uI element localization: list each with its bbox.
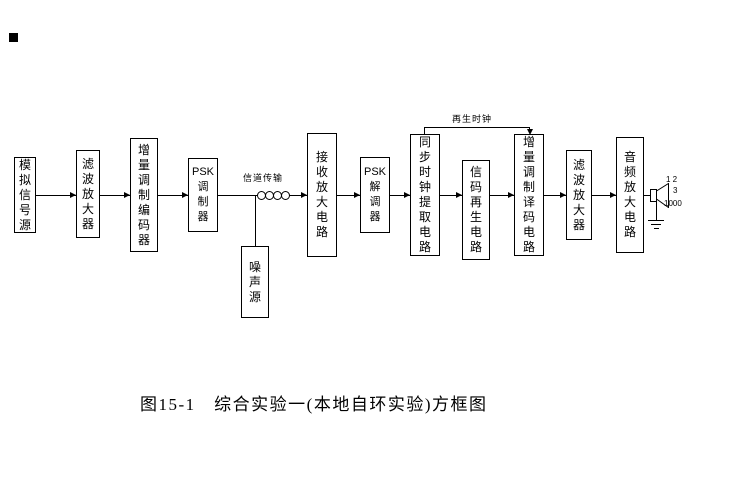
connector-decoder-to-filter2 — [544, 195, 566, 196]
arrowhead — [610, 192, 616, 198]
arrowhead — [508, 192, 514, 198]
ground-bar-3 — [654, 228, 659, 229]
arrowhead — [301, 192, 307, 198]
channel-label: 信道传输 — [243, 173, 284, 183]
connector-filter1-to-encoder — [100, 195, 130, 196]
arrowhead — [560, 192, 566, 198]
connector-pskdemod-to-clock — [390, 195, 410, 196]
figure-caption: 图15-1 综合实验一(本地自环实验)方框图 — [140, 395, 488, 414]
arrowhead-down — [527, 129, 533, 135]
speaker-pin-mid-label: 3 — [673, 186, 678, 195]
connector-rxamp-to-pskdemod — [337, 195, 360, 196]
regen-clock-line — [424, 127, 530, 128]
block-filter-amplifier-2: 滤 波 放 大 器 — [566, 150, 592, 240]
block-psk-demodulator: PSK 解 调 器 — [360, 157, 390, 233]
block-noise-source: 噪 声 源 — [241, 246, 269, 318]
connector-filter2-to-audioamp — [592, 195, 616, 196]
arrowhead — [70, 192, 76, 198]
speaker-value-label: 1000 — [664, 199, 682, 208]
block-code-regeneration: 信 码 再 生 电 路 — [462, 160, 490, 260]
channel-coil-loop — [281, 191, 290, 200]
block-delta-mod-decoder: 增 量 调 制 译 码 电 路 — [514, 134, 544, 256]
regen-clock-riser — [424, 127, 425, 135]
ink-mark-square — [9, 33, 18, 42]
connector-audioamp-to-speaker — [644, 195, 652, 196]
block-audio-amplifier: 音 频 放 大 电 路 — [616, 137, 644, 253]
arrowhead — [354, 192, 360, 198]
arrowhead — [456, 192, 462, 198]
arrowhead — [124, 192, 130, 198]
connector-clock-to-regen — [440, 195, 462, 196]
block-filter-amplifier-1: 滤 波 放 大 器 — [76, 150, 100, 238]
connector-src-to-filter1 — [36, 195, 76, 196]
speaker-ground-wire — [656, 201, 657, 220]
connector-encoder-to-pskmod — [158, 195, 188, 196]
arrowhead — [404, 192, 410, 198]
block-receive-amplifier: 接 收 放 大 电 路 — [307, 133, 337, 257]
connector-regen-to-decoder — [490, 195, 514, 196]
block-analog-signal-source: 模 拟 信 号 源 — [14, 157, 36, 233]
ground-bar-1 — [648, 220, 664, 221]
arrowhead — [182, 192, 188, 198]
block-psk-modulator: PSK 调 制 器 — [188, 158, 218, 232]
block-sync-clock-extract: 同 步 时 钟 提 取 电 路 — [410, 134, 440, 256]
block-delta-mod-encoder: 增 量 调 制 编 码 器 — [130, 138, 158, 252]
speaker-horn-icon — [656, 183, 669, 208]
speaker-pins-top-label: 1 2 — [666, 175, 678, 184]
regen-clock-label: 再生时钟 — [452, 114, 493, 124]
ground-bar-2 — [651, 224, 661, 225]
connector-noise-to-channel — [255, 196, 256, 246]
